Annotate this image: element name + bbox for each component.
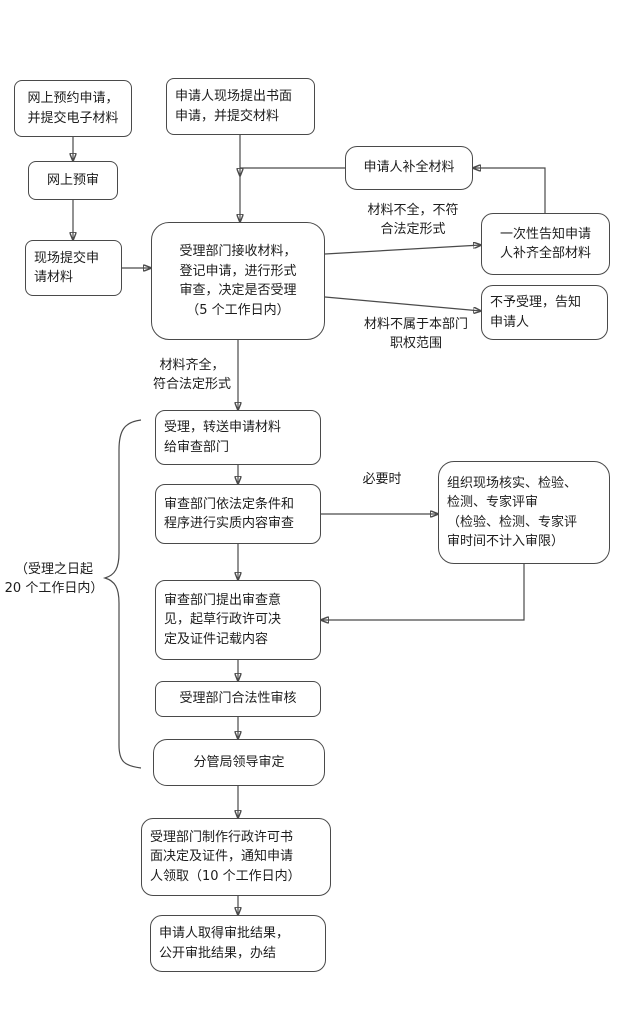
edge-label-twenty-working-days: （受理之日起 20 个工作日内） [4,562,104,596]
node-legality-review: 受理部门合法性审核 [155,681,321,717]
node-onsite-verification-expert-review: 组织现场核实、检验、 检测、专家评审 （检验、检测、专家评 审时间不计入审限） [438,461,610,564]
edge-label-when-necessary: 必要时 [362,471,402,487]
node-onsite-submit-materials: 现场提交申 请材料 [25,240,122,296]
node-bureau-leader-approval: 分管局领导审定 [153,739,325,786]
node-one-time-notify: 一次性告知申请 人补齐全部材料 [481,213,610,275]
arrow-notify-once-to-supplement [473,168,546,213]
node-online-pre-review: 网上预审 [28,161,118,200]
edge-label-materials-complete: 材料齐全， 符合法定形式 [152,358,231,392]
arrow-acceptance-to-reject [324,296,481,311]
brace-20-working-days [102,419,142,769]
edge-label-not-in-scope: 材料不属于本部门 职权范围 [363,317,468,351]
node-acceptance-department-review: 受理部门接收材料， 登记申请，进行形式 审查，决定是否受理 （5 个工作日内） [151,222,325,340]
edge-label-materials-incomplete: 材料不全，不符 合法定形式 [367,203,459,237]
node-make-written-decision: 受理部门制作行政许可书 面决定及证件，通知申请 人领取（10 个工作日内） [141,818,331,896]
node-online-reservation: 网上预约申请， 并提交电子材料 [14,80,132,137]
node-review-opinion-draft-decision: 审查部门提出审查意 见，起草行政许可决 定及证件记载内容 [155,580,321,660]
node-obtain-approval-result: 申请人取得审批结果， 公开审批结果，办结 [150,915,326,972]
node-onsite-written-application: 申请人现场提出书面 申请，并提交材料 [166,78,315,135]
arrow-acceptance-to-notify-once [324,245,481,255]
node-reject-notify-applicant: 不予受理，告知 申请人 [481,285,608,340]
node-substantive-review: 审查部门依法定条件和 程序进行实质内容审查 [155,484,321,544]
node-accept-transfer-materials: 受理，转送申请材料 给审查部门 [155,410,321,465]
arrow-verification-to-opinion [321,564,525,620]
node-supplement-materials: 申请人补全材料 [345,146,473,190]
